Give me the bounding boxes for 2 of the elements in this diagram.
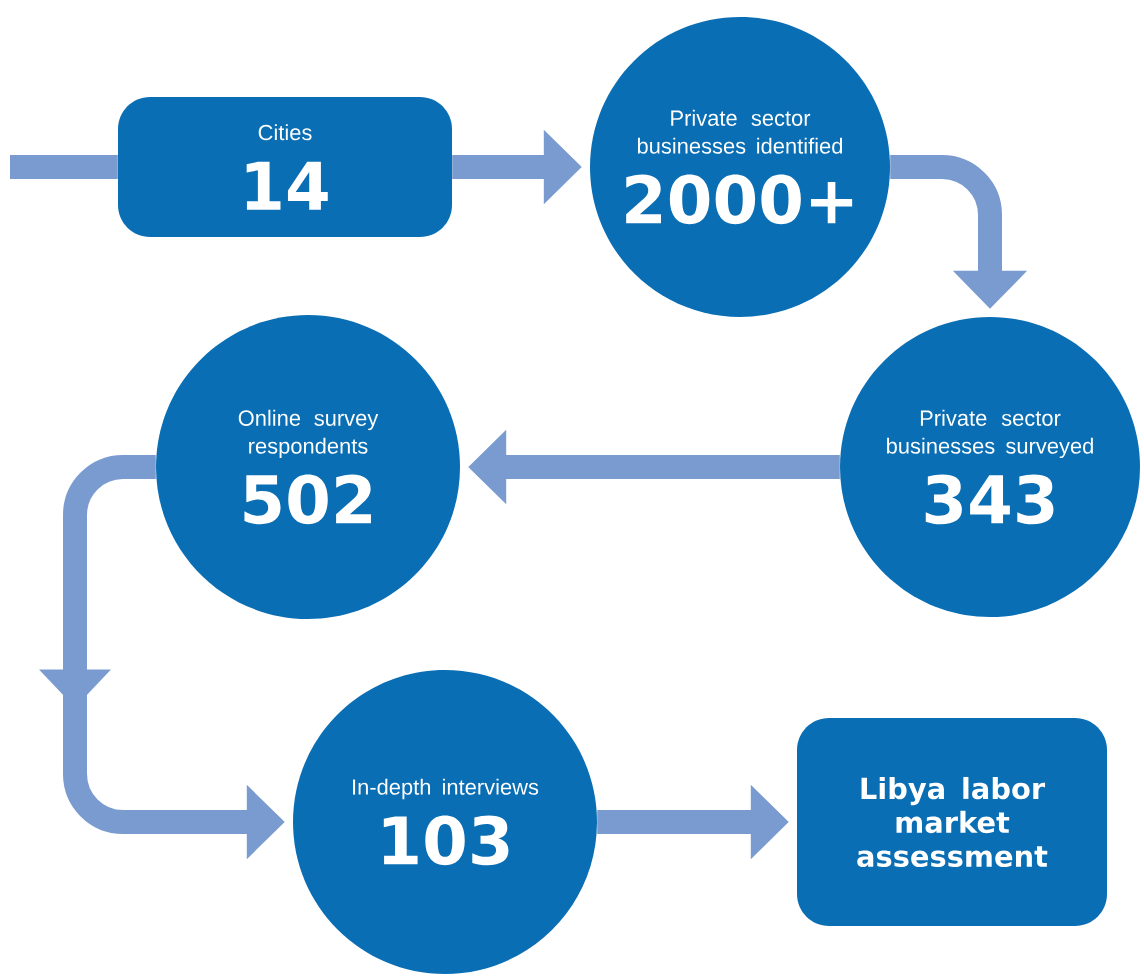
process-box: Libya labor market assessment: [797, 718, 1107, 926]
process-box: Cities 14: [118, 97, 452, 237]
